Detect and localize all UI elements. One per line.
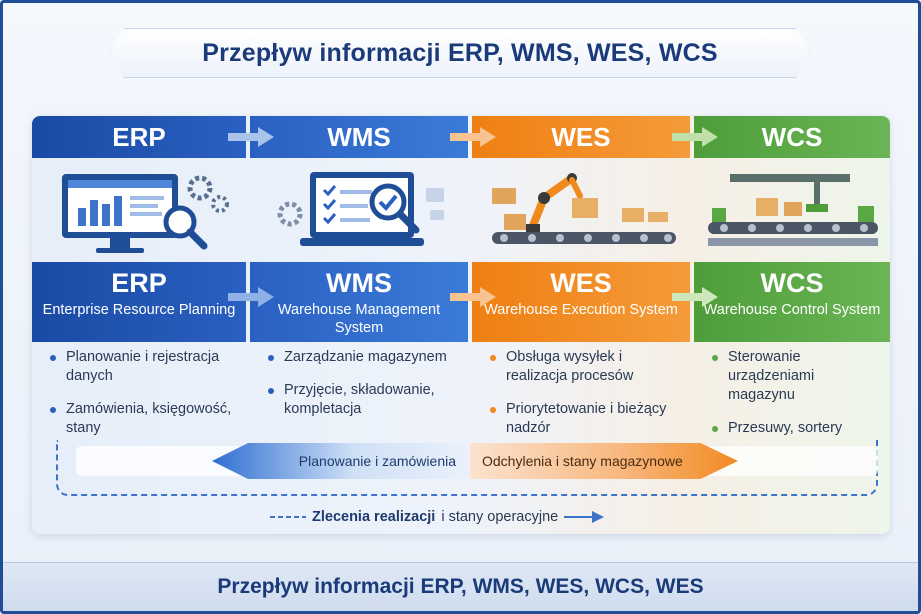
list-item: Sterowanie urządzeniami magazynu (710, 348, 876, 405)
column-band: WES Warehouse Execution System (472, 262, 690, 342)
column-erp: ERP ERP Enterprise Resource Planning Pla (32, 116, 246, 534)
list-item: Przesuwy, sortery (710, 419, 876, 438)
column-band: WCS Warehouse Control System (694, 262, 890, 342)
column-header-label: ERP (112, 121, 166, 152)
column-header: ERP (32, 116, 246, 158)
flow-right-label: Odchylenia i stany magazynowe (482, 453, 683, 469)
dashed-line-icon (270, 516, 306, 518)
laptop-checklist-icon (277, 172, 444, 246)
arrow-right-icon (672, 287, 718, 307)
column-wms: WMS WMS Warehouse Management System Zarz… (250, 116, 468, 534)
arrow-right-icon (228, 287, 274, 307)
column-header-label: WES (551, 121, 611, 152)
execution-flow-label: Zlecenia realizacji i stany operacyjne (270, 506, 630, 528)
column-header: WES (472, 116, 690, 158)
system-full-name: Warehouse Management System (277, 302, 441, 336)
robot-arm-conveyor-icon (492, 173, 676, 244)
arrow-right-icon (564, 511, 605, 523)
list-item: Przyjęcie, składowanie, kompletacja (266, 381, 454, 419)
list-item: Obsługa wysyłek i realizacja procesów (488, 348, 676, 386)
system-full-name: Warehouse Control System (703, 302, 881, 318)
arrow-right-icon (228, 127, 274, 147)
list-item: Priorytetowanie i bieżący nadzór (488, 400, 676, 438)
list-item: Zarządzanie magazynem (266, 348, 454, 367)
arrow-right-icon (672, 127, 718, 147)
column-header: WCS (694, 116, 890, 158)
monitor-chart-magnifier-icon (62, 174, 229, 253)
list-item: Zamówienia, księgowość, stany (48, 400, 232, 438)
system-full-name: Enterprise Resource Planning (42, 302, 236, 318)
bullet-list: Planowanie i rejestracja danych Zamówien… (32, 348, 246, 452)
column-header-label: WMS (327, 121, 391, 152)
list-item: Planowanie i rejestracja danych (48, 348, 232, 386)
arrow-right-icon (450, 127, 496, 147)
page-title: Przepływ informacji ERP, WMS, WES, WCS (202, 38, 718, 67)
flow-left-label: Planowanie i zamówienia (298, 453, 456, 469)
flow-arrow-right: Odchylenia i stany magazynowe (470, 443, 738, 479)
system-name: WCS (760, 268, 824, 298)
system-full-name: Warehouse Execution System (484, 302, 678, 318)
footer-bar: Przepływ informacji ERP, WMS, WES, WCS, … (3, 562, 918, 611)
arrow-right-icon (450, 287, 496, 307)
conveyor-control-icon (708, 174, 878, 246)
column-band: WMS Warehouse Management System (250, 262, 468, 342)
bullet-list: Zarządzanie magazynem Przyjęcie, składow… (250, 348, 468, 433)
column-header-label: WCS (761, 121, 823, 152)
column-wes: WES WES Warehouse Execution System (472, 116, 690, 534)
execution-flow-rest: i stany operacyjne (441, 509, 559, 525)
flow-arrow-left: Planowanie i zamówienia (212, 443, 470, 479)
system-name: WES (550, 268, 612, 298)
column-wcs: WCS WCS Warehouse Control System Sterowa… (694, 116, 890, 534)
system-name: ERP (111, 268, 167, 298)
title-banner: Przepływ informacji ERP, WMS, WES, WCS (110, 28, 810, 78)
bullet-list: Sterowanie urządzeniami magazynu Przesuw… (694, 348, 890, 452)
execution-flow-bold: Zlecenia realizacji (312, 509, 436, 525)
footer-title: Przepływ informacji ERP, WMS, WES, WCS, … (217, 575, 704, 598)
system-name: WMS (326, 268, 392, 298)
column-band: ERP Enterprise Resource Planning (32, 262, 246, 342)
bullet-list: Obsługa wysyłek i realizacja procesów Pr… (472, 348, 690, 452)
column-header: WMS (250, 116, 468, 158)
